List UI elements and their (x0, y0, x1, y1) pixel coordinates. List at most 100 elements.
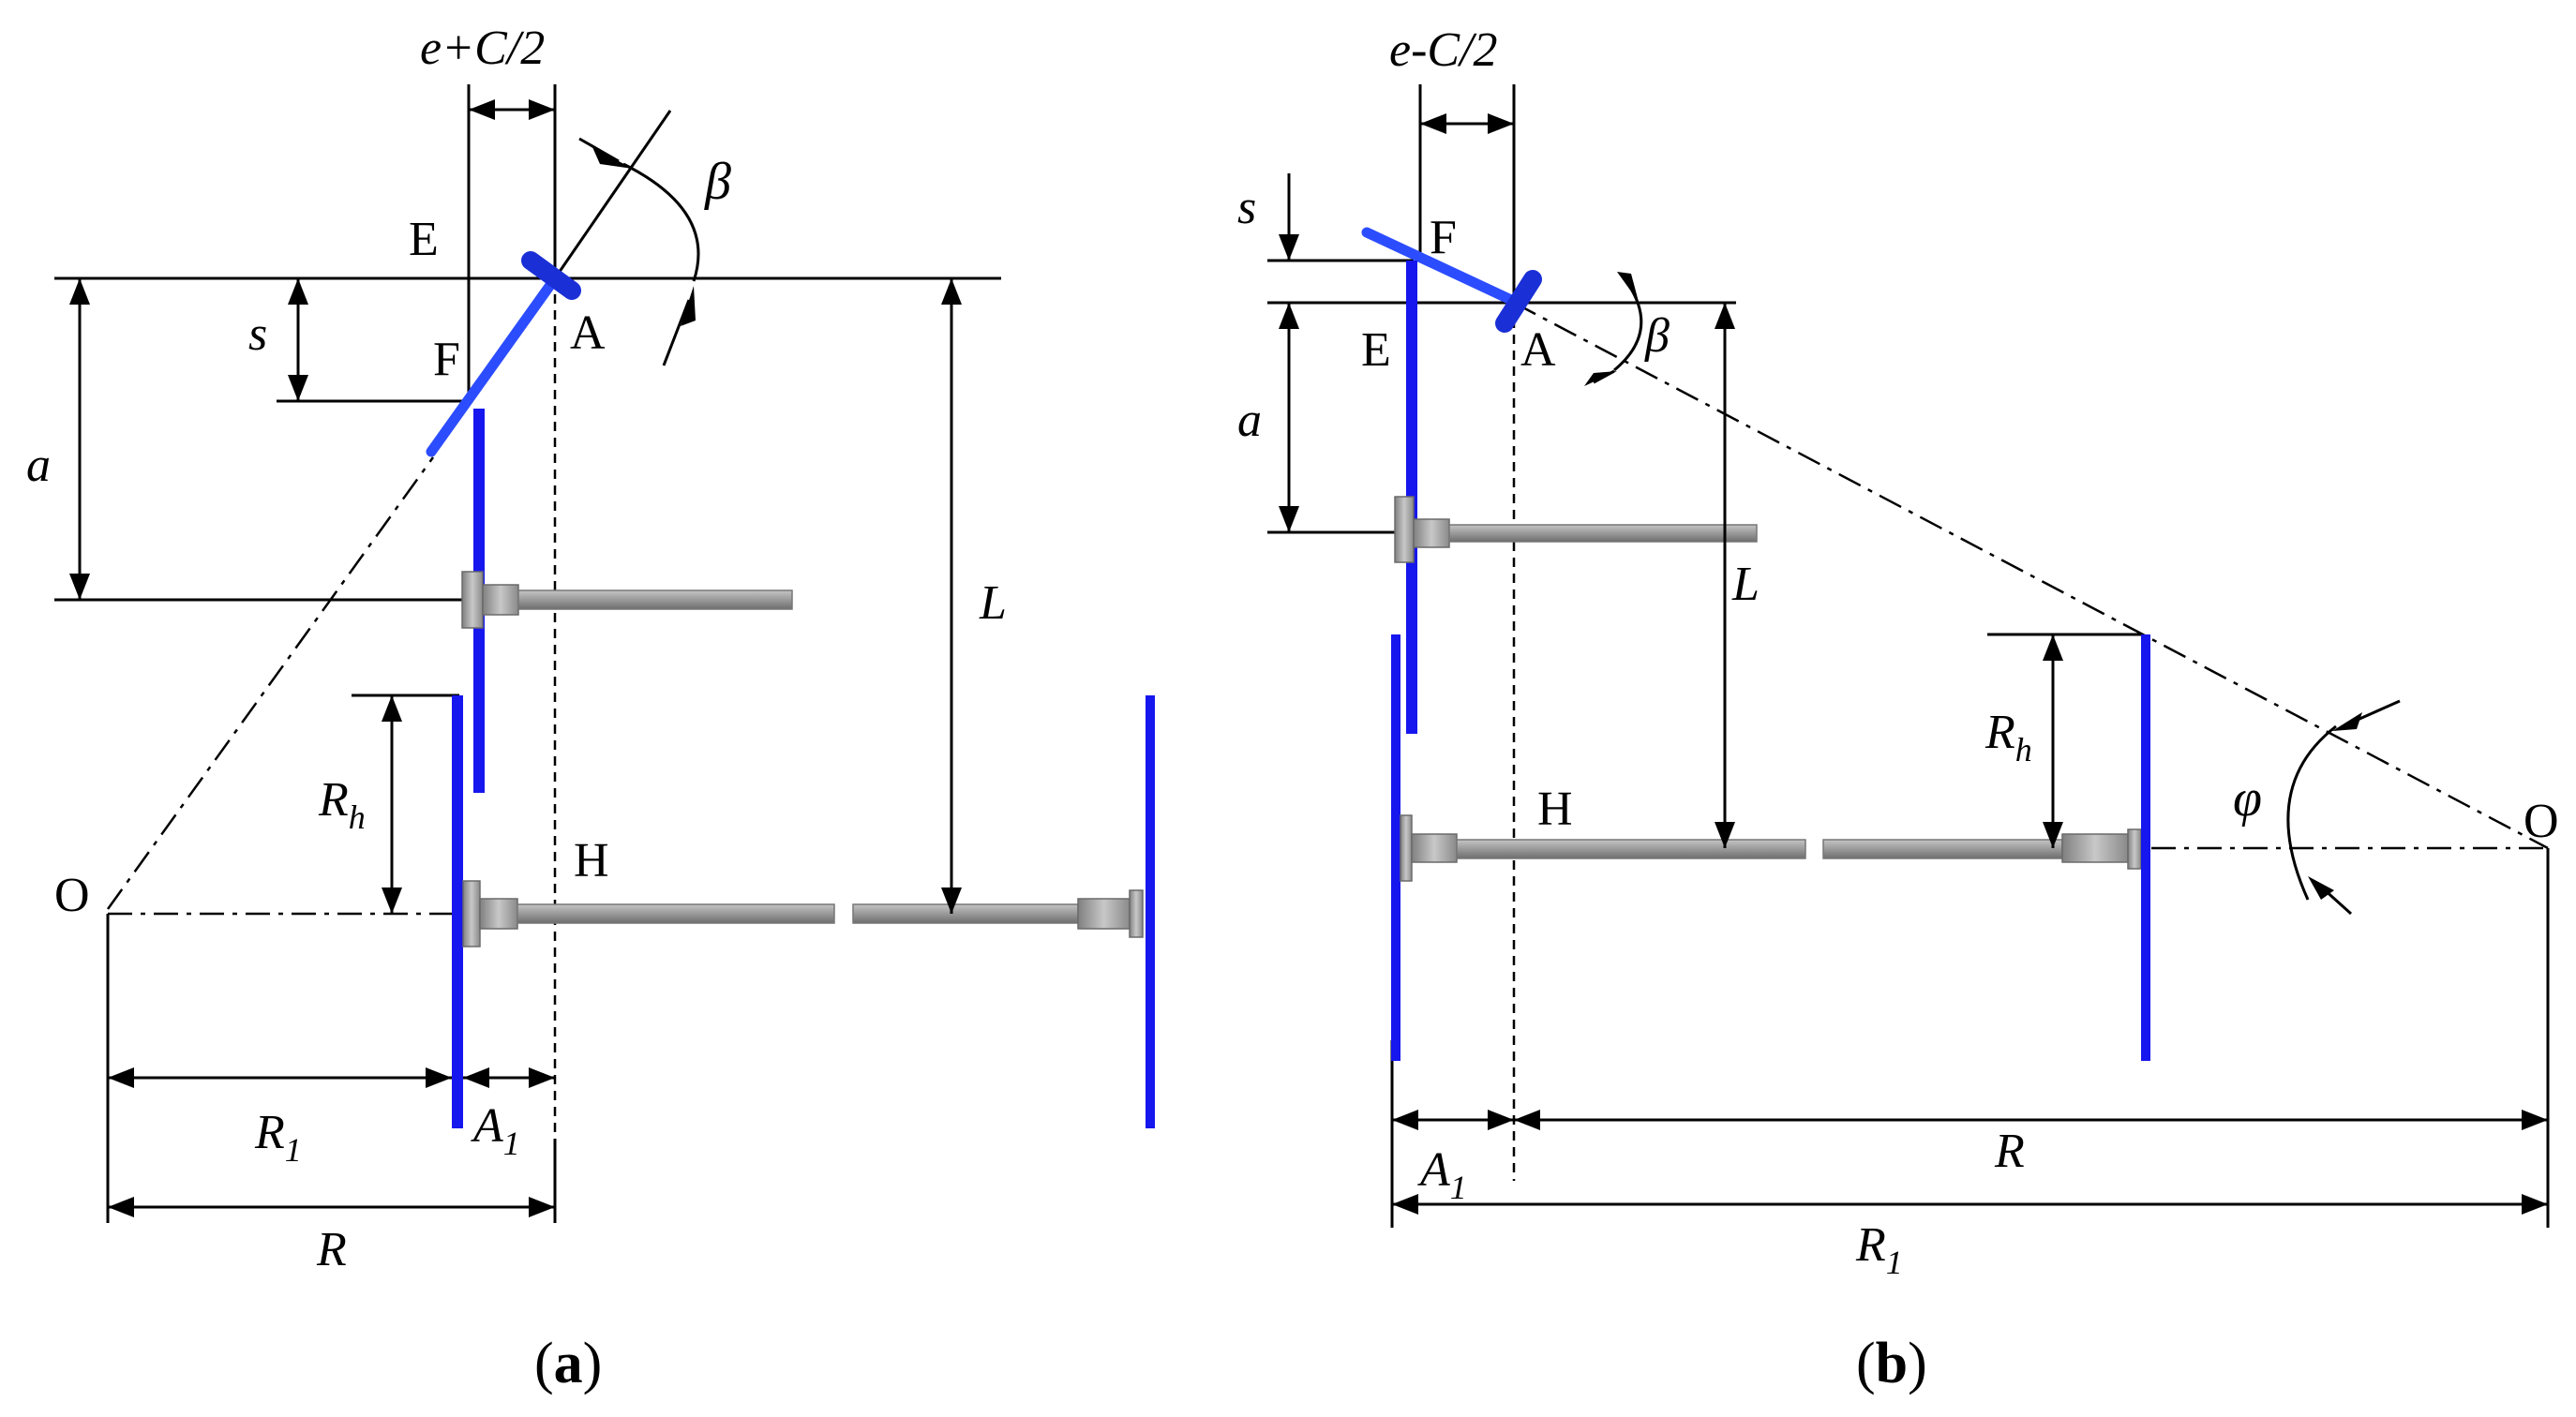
a-dim-a-arrow-top (69, 278, 90, 305)
b-dim-L-label: L (1731, 558, 1760, 611)
a-upper-hub (461, 571, 484, 629)
b-A-to-O-dashdot (1513, 301, 2549, 850)
a-dim-R1-arrow-left (108, 1067, 134, 1088)
b-caption-letter: b (1876, 1332, 1908, 1395)
b-dim-R1-arrow-right (2522, 1194, 2548, 1215)
b-phi-label: φ (2233, 769, 2262, 828)
a-dim-A1-arrow-right (529, 1067, 555, 1088)
b-dim-R-arrow-left (1514, 1110, 1540, 1130)
b-point-O-label: O (2524, 795, 2559, 848)
b-beta-label: β (1644, 309, 1670, 363)
a-arm (426, 276, 559, 457)
a-O-to-F-dashdot (106, 456, 435, 910)
b-dim-R-label: R (1994, 1125, 2025, 1178)
a-right-collar (1077, 898, 1131, 930)
a-dim-Rh-sub: h (349, 798, 366, 836)
b-point-H-label: H (1537, 783, 1573, 836)
b-lower-shaft-left (1456, 839, 1806, 859)
a-lower-shaft-right (852, 903, 1079, 924)
a-beta-line (553, 110, 672, 279)
a-dim-eC-arrow-right (529, 99, 555, 120)
a-dim-A1-sub: 1 (503, 1125, 520, 1162)
a-beta-arrow-top (578, 137, 620, 163)
a-dim-R1-sub: 1 (285, 1131, 302, 1169)
a-lower-wheel (452, 695, 463, 1128)
a-dim-eC-label: e+C/2 (420, 22, 545, 75)
b-upper-collar (1413, 518, 1450, 548)
b-phi-arrowhead-top (2332, 712, 2362, 731)
a-dim-L-arrow-top (941, 278, 962, 305)
b-dim-A1-arrow-right (1488, 1110, 1514, 1130)
b-dim-Rh-arrow-bottom (2043, 822, 2063, 848)
a-dim-Rh-label: Rh (318, 773, 366, 836)
b-dim-R1-arrow-left (1392, 1194, 1418, 1215)
a-dim-Rh-arrow-bottom (382, 887, 402, 914)
a-dim-R1-arrow-right (426, 1067, 452, 1088)
a-dim-s-arrow-bottom (288, 375, 308, 401)
b-lower-left-wheel (1391, 634, 1400, 1061)
b-dim-Rh-sub: h (2015, 731, 2032, 768)
a-dim-L-label: L (979, 576, 1007, 630)
b-arm (1361, 227, 1517, 306)
b-dim-Rh-label: Rh (1984, 706, 2032, 768)
b-dim-R1-main: R (1855, 1218, 1886, 1272)
a-dim-s-arrow-top (288, 278, 308, 305)
b-lower-right-collar (2061, 833, 2129, 863)
b-dim-L-arrow-bottom (1715, 822, 1735, 848)
b-dim-a-label: a (1237, 394, 1262, 447)
a-dim-L-arrow-bottom (941, 887, 962, 914)
a-dim-Rh-arrow-top (382, 695, 402, 722)
b-dim-R1-sub: 1 (1886, 1244, 1903, 1281)
b-lower-right-hub (2127, 828, 2142, 870)
a-dim-eC-arrow-left (469, 99, 495, 120)
a-caption: (a) (534, 1332, 602, 1395)
b-lower-left-collar (1411, 833, 1458, 863)
b-upper-hub (1394, 496, 1415, 563)
b-beta-arrow-bottom (1593, 369, 1615, 384)
b-dim-A1-sub: 1 (1450, 1169, 1467, 1206)
b-beta-arrowhead-top (1617, 272, 1639, 302)
b-point-A-label: A (1520, 323, 1556, 377)
b-dim-s-arrow-top (1279, 234, 1299, 261)
b-point-E-label: E (1361, 323, 1391, 377)
b-dim-s-label: s (1237, 181, 1256, 234)
b-dim-Rh-arrow-top (2043, 634, 2063, 661)
a-dim-R-arrow-right (529, 1197, 555, 1217)
a-dim-A1-main: A (471, 1099, 503, 1153)
a-dim-A1-label: A1 (471, 1099, 520, 1162)
a-point-E-label: E (409, 213, 439, 266)
b-point-F-label: F (1430, 211, 1457, 264)
b-dim-Rh-main: R (1984, 706, 2015, 759)
a-dim-a-arrow-bottom (69, 574, 90, 600)
a-upper-collar (482, 584, 519, 616)
b-lower-shaft-right (1822, 839, 2063, 859)
a-dim-R1-main: R (254, 1106, 285, 1159)
b-dim-eC-arrow-left (1420, 113, 1446, 134)
b-dim-R-arrow-right (2522, 1110, 2548, 1130)
a-right-hub (1129, 889, 1144, 938)
b-dim-A1-main: A (1417, 1143, 1450, 1197)
a-lower-collar (479, 898, 518, 930)
a-dim-R1-label: R1 (254, 1106, 302, 1169)
b-phi-arc (2286, 724, 2337, 901)
a-clevis (521, 251, 581, 300)
a-lower-hub (462, 880, 481, 947)
panel-a: e+C/2 β E A F s a L Rh O H R1 A1 R (a) (26, 22, 1155, 1395)
a-lower-shaft-left (517, 903, 835, 924)
a-dim-R-label: R (316, 1223, 347, 1276)
b-dim-L-arrow-top (1715, 303, 1735, 329)
panel-b: e-C/2 s F E A β a L Rh φ O H A1 R R1 (b) (1237, 23, 2559, 1395)
b-phi-arrowhead-bottom (2308, 876, 2334, 900)
a-point-F-label: F (433, 333, 460, 386)
b-dim-eC-arrow-right (1488, 113, 1514, 134)
a-dim-A1-arrow-left (463, 1067, 489, 1088)
b-dim-a-arrow-bottom (1279, 506, 1299, 532)
b-lower-left-hub (1400, 814, 1413, 882)
a-dim-Rh-main: R (318, 773, 349, 827)
a-caption-letter: a (554, 1332, 583, 1395)
b-caption: (b) (1856, 1332, 1927, 1395)
b-dim-R1-label: R1 (1855, 1218, 1903, 1281)
a-beta-label: β (704, 153, 731, 211)
a-dim-s-label: s (248, 307, 267, 361)
